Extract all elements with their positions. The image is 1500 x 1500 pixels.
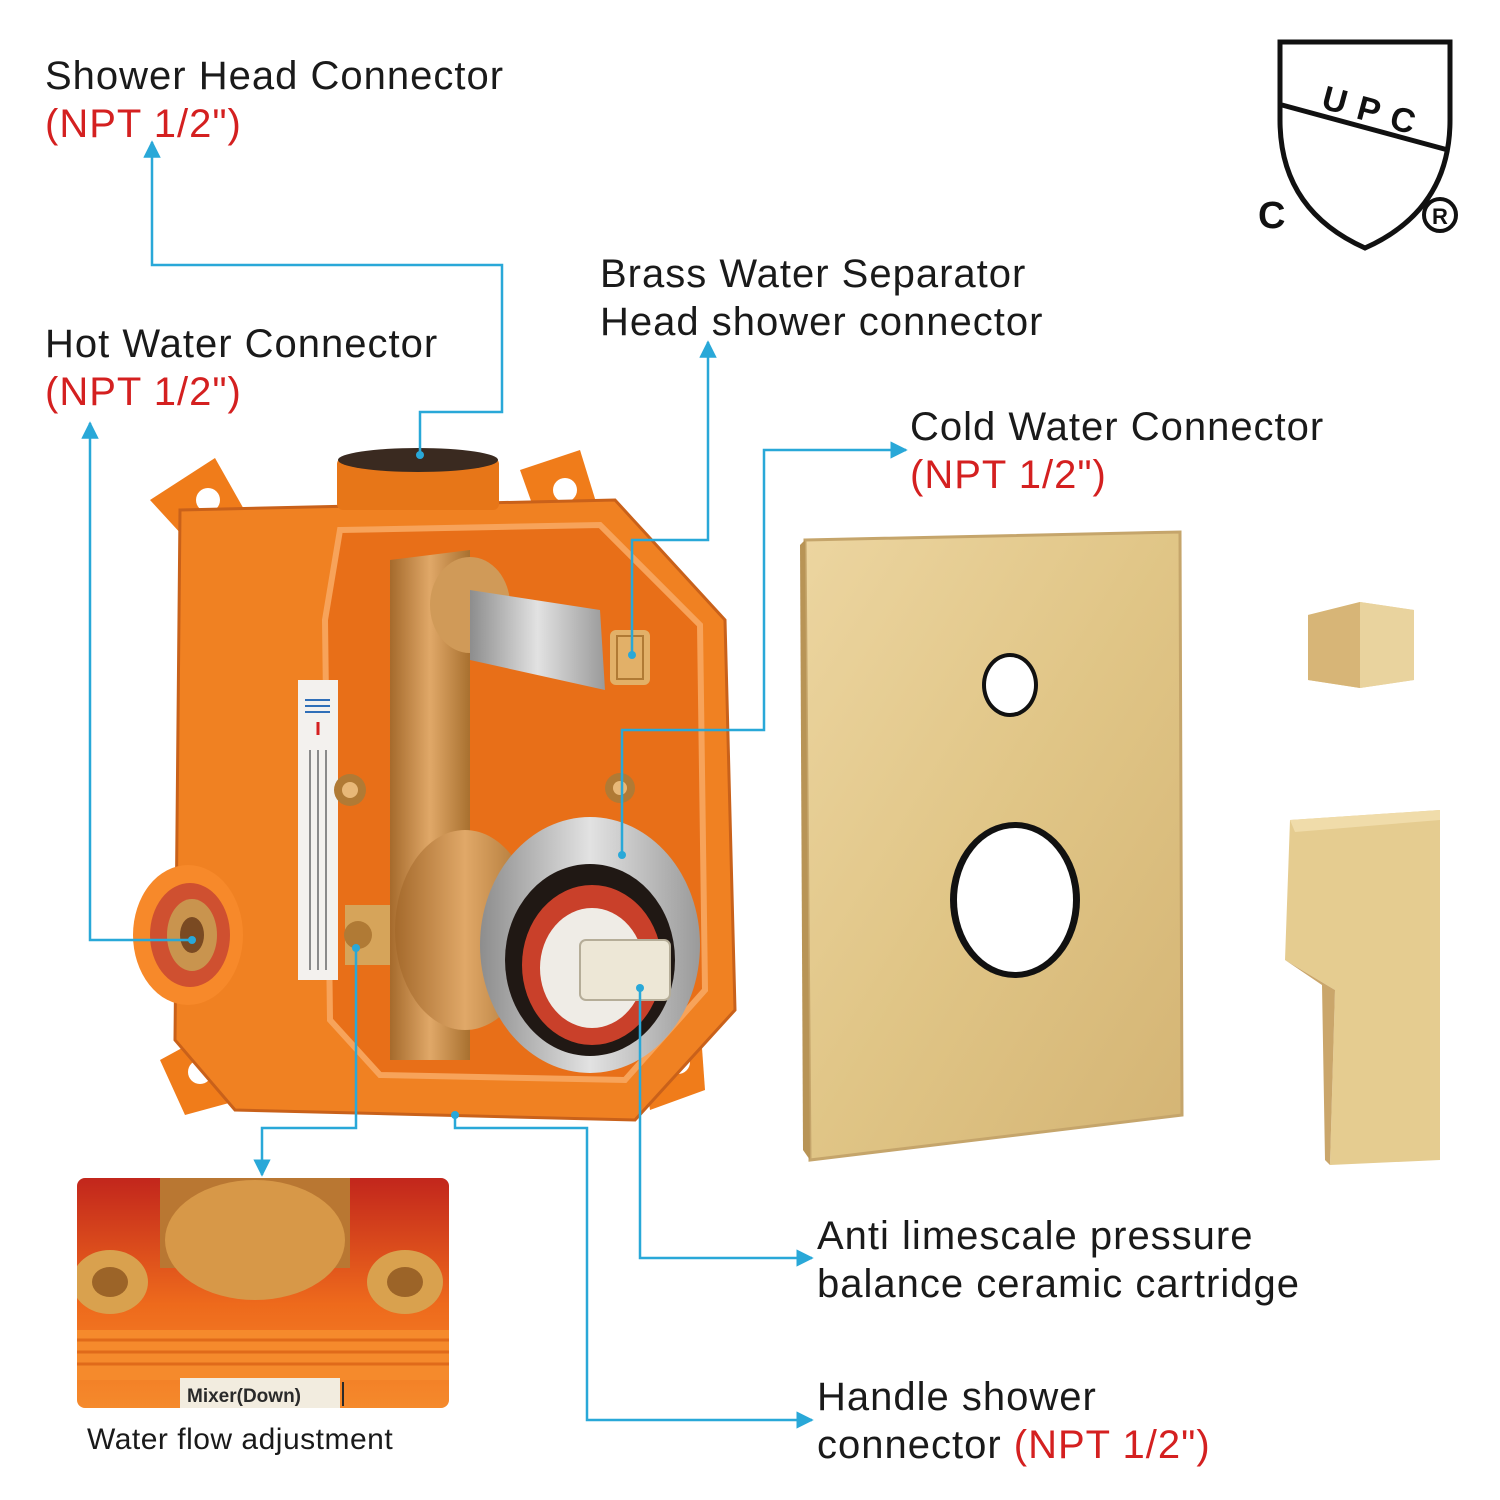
label-cold-water-spec: (NPT 1/2"): [910, 453, 1107, 497]
label-cartridge-line2: balance ceramic cartridge: [817, 1262, 1300, 1306]
diverter-knob: [1308, 602, 1414, 688]
label-hot-water-title: Hot Water Connector: [45, 322, 439, 366]
label-shower-head: Shower Head Connector (NPT 1/2"): [45, 52, 504, 148]
leader-cold-water: [620, 441, 908, 855]
leader-shower-head: [143, 140, 504, 455]
leader-dots: [188, 451, 644, 1119]
inset-tag: Mixer(Down): [187, 1386, 301, 1407]
leader-water-flow: [253, 948, 358, 1177]
label-shower-head-spec: (NPT 1/2"): [45, 102, 242, 146]
label-handle-shower-spec: (NPT 1/2"): [1013, 1423, 1211, 1467]
lever-handle: [1285, 810, 1440, 1165]
leader-cartridge: [638, 988, 814, 1267]
label-handle-shower-line2: connector: [817, 1423, 1002, 1467]
leader-hot-water: [81, 421, 192, 942]
label-shower-head-title: Shower Head Connector: [45, 54, 505, 98]
label-cartridge: Anti limescale pressure balance ceramic …: [817, 1212, 1300, 1308]
label-brass-separator: Brass Water Separator Head shower connec…: [600, 250, 1043, 346]
label-cartridge-line1: Anti limescale pressure: [817, 1214, 1254, 1258]
valve-box: [133, 448, 737, 1122]
label-handle-shower-line2-wrap: connector (NPT 1/2"): [817, 1421, 1211, 1469]
svg-text:R: R: [1432, 204, 1448, 229]
inset-caption: Water flow adjustment: [87, 1423, 394, 1456]
label-handle-shower: Handle shower connector (NPT 1/2"): [817, 1373, 1211, 1469]
upc-c-letter: C: [1258, 195, 1285, 237]
label-cold-water-title: Cold Water Connector: [910, 405, 1325, 449]
label-hot-water-spec: (NPT 1/2"): [45, 370, 242, 414]
leader-lines: [81, 140, 908, 1429]
inset-photo: Mixer(Down): [77, 1178, 449, 1408]
label-cold-water: Cold Water Connector (NPT 1/2"): [910, 403, 1324, 499]
leader-brass-separator: [630, 340, 717, 655]
trim-plate: [800, 530, 1184, 1162]
leader-handle-shower: [453, 1115, 814, 1429]
label-brass-separator-line1: Brass Water Separator: [600, 252, 1027, 296]
label-brass-separator-line2: Head shower connector: [600, 300, 1044, 344]
upc-certification-mark: U P C C R: [1258, 39, 1458, 251]
label-hot-water: Hot Water Connector (NPT 1/2"): [45, 320, 438, 416]
label-handle-shower-line1: Handle shower: [817, 1375, 1097, 1419]
